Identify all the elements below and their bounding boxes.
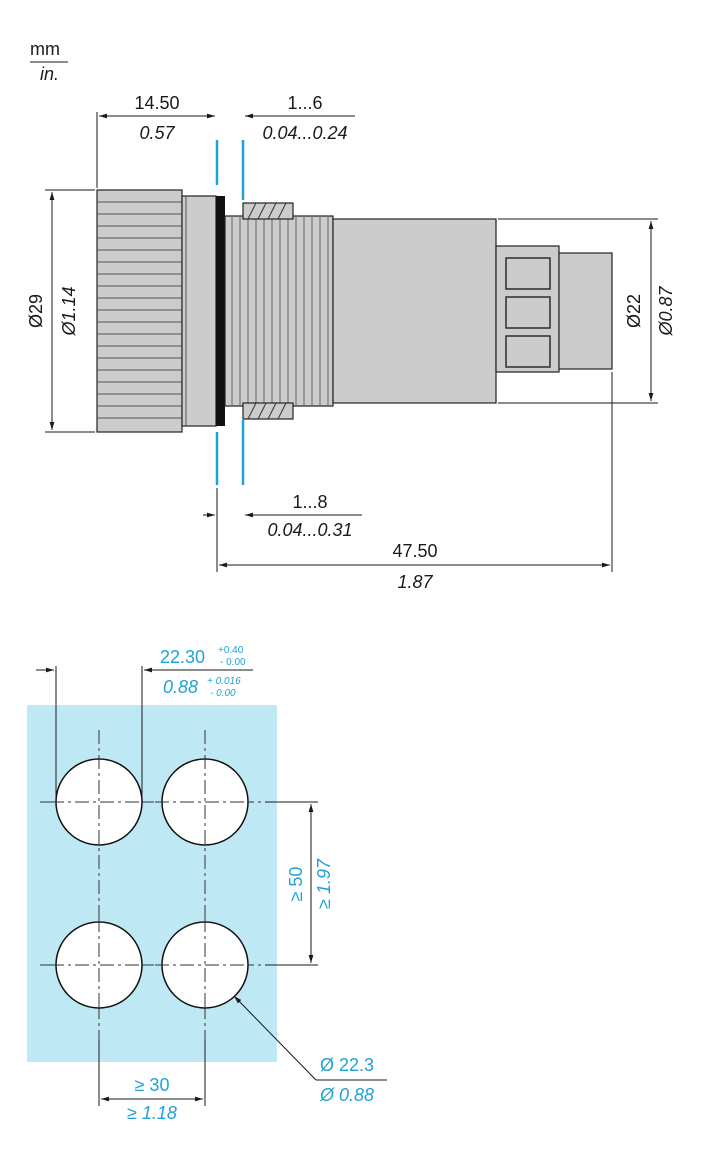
rear-body bbox=[332, 218, 497, 404]
dim-horizontal-pitch: ≥ 30 ≥ 1.18 bbox=[98, 1040, 206, 1123]
dim-hole-width: 22.30 +0.40 - 0.00 0.88 + 0.016 - 0.00 bbox=[36, 645, 253, 800]
units-mm: mm bbox=[30, 39, 60, 59]
dim-hole-width-mm-tol-minus: - 0.00 bbox=[220, 657, 246, 668]
dim-panel-mm: 1...6 bbox=[287, 93, 322, 113]
units-legend: mm in. bbox=[30, 39, 68, 84]
panel-lines bbox=[215, 140, 245, 485]
terminal-slot-1 bbox=[505, 257, 551, 290]
dim-hpitch-mm: ≥ 30 bbox=[135, 1075, 170, 1095]
dim-hole-width-in: 0.88 bbox=[163, 677, 198, 697]
dim-gap-mm: 1...8 bbox=[292, 492, 327, 512]
dim-gap-in: 0.04...0.31 bbox=[267, 520, 352, 540]
dim-hole-dia-in: Ø 0.88 bbox=[319, 1085, 374, 1105]
dim-flange-width: 14.50 0.57 bbox=[96, 93, 215, 188]
dim-hole-width-in-tol-plus: + 0.016 bbox=[207, 676, 241, 687]
dim-depth-mm: 47.50 bbox=[392, 541, 437, 561]
dim-vpitch-in: ≥ 1.97 bbox=[314, 858, 334, 909]
dim-hole-width-in-tol-minus: - 0.00 bbox=[210, 688, 236, 699]
threaded-body bbox=[224, 215, 334, 407]
gasket bbox=[216, 196, 225, 426]
dim-flange-in: 0.57 bbox=[139, 123, 175, 143]
dim-body-mm: Ø29 bbox=[26, 294, 46, 328]
dim-hole-diameter: Ø 22.3 Ø 0.88 bbox=[233, 995, 387, 1105]
thread-lines bbox=[231, 216, 329, 406]
dim-vpitch-mm: ≥ 50 bbox=[286, 867, 306, 902]
dim-depth-in: 1.87 bbox=[397, 572, 433, 592]
dim-panel-in: 0.04...0.24 bbox=[262, 123, 347, 143]
dim-rear-diameter: Ø22 Ø0.87 bbox=[498, 218, 676, 404]
dim-body-in: Ø1.14 bbox=[59, 286, 79, 336]
dim-body-diameter: Ø29 Ø1.14 bbox=[26, 189, 95, 433]
units-in: in. bbox=[40, 64, 59, 84]
dim-vertical-pitch: ≥ 50 ≥ 1.97 bbox=[265, 801, 334, 966]
dim-hole-dia-mm: Ø 22.3 bbox=[320, 1055, 374, 1075]
bezel-collar bbox=[181, 195, 217, 427]
dim-nut-gap: 1...8 0.04...0.31 bbox=[203, 492, 362, 540]
mounting-nut bbox=[242, 202, 294, 420]
dim-hole-width-mm-tol-plus: +0.40 bbox=[218, 645, 244, 656]
knurl-lines bbox=[97, 201, 182, 419]
dim-rear-mm: Ø22 bbox=[624, 294, 644, 328]
dim-hole-width-mm: 22.30 bbox=[160, 647, 205, 667]
dim-depth: 47.50 1.87 bbox=[216, 372, 613, 592]
knurled-bezel bbox=[96, 189, 183, 433]
dim-hpitch-in: ≥ 1.18 bbox=[127, 1103, 177, 1123]
dim-panel-thickness: 1...6 0.04...0.24 bbox=[245, 93, 355, 143]
dim-flange-mm: 14.50 bbox=[134, 93, 179, 113]
rear-cap bbox=[558, 252, 613, 370]
part-side-view bbox=[96, 189, 613, 433]
terminal-slot-3 bbox=[505, 335, 551, 368]
terminal-slot-2 bbox=[505, 296, 551, 329]
dim-rear-in: Ø0.87 bbox=[656, 286, 676, 337]
cutout-panel bbox=[27, 705, 277, 1062]
